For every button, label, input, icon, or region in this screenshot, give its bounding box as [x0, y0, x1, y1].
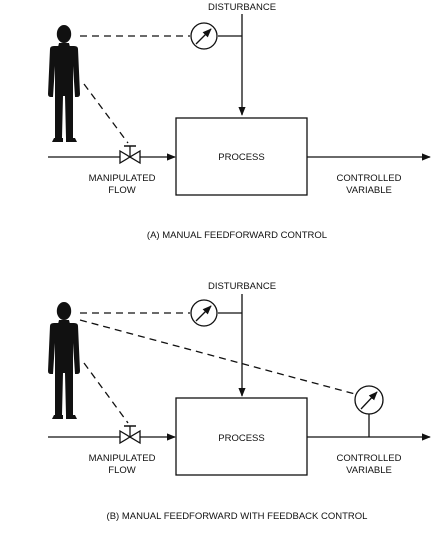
process-box-a	[175, 117, 308, 196]
panel-a: DISTURBANCE PROCESS MANIPULATED FLOW CON	[48, 2, 431, 241]
controlled-label-a-1: CONTROLLED	[337, 173, 402, 184]
controlled-label-b-2: VARIABLE	[346, 465, 392, 476]
pressure-gauge-icon	[190, 22, 218, 50]
process-box-b	[175, 397, 308, 476]
manipulated-label-a-1: MANIPULATED	[89, 173, 156, 184]
operator-valve-line-a	[83, 83, 129, 144]
person-silhouette-icon	[48, 25, 80, 142]
caption-a: (A) MANUAL FEEDFORWARD CONTROL	[147, 230, 327, 241]
operator-valve-line-b	[83, 362, 129, 424]
operator-feedback-line-b	[79, 319, 356, 395]
disturbance-label-b: DISTURBANCE	[208, 281, 276, 292]
process-label-a: PROCESS	[218, 152, 264, 163]
person-silhouette-icon	[48, 302, 80, 419]
pressure-gauge-icon	[190, 299, 218, 327]
controlled-label-b-1: CONTROLLED	[337, 453, 402, 464]
process-label-b: PROCESS	[218, 433, 264, 444]
panel-b: DISTURBANCE PROCESS MANIPULATED F	[48, 281, 431, 522]
control-valve-icon	[119, 145, 141, 164]
disturbance-label-a: DISTURBANCE	[208, 2, 276, 13]
manipulated-label-b-2: FLOW	[108, 465, 135, 476]
pressure-gauge-icon	[354, 385, 384, 415]
controlled-label-a-2: VARIABLE	[346, 185, 392, 196]
caption-b: (B) MANUAL FEEDFORWARD WITH FEEDBACK CON…	[107, 511, 368, 522]
control-valve-icon	[119, 425, 141, 444]
manipulated-label-b-1: MANIPULATED	[89, 453, 156, 464]
manipulated-label-a-2: FLOW	[108, 185, 135, 196]
